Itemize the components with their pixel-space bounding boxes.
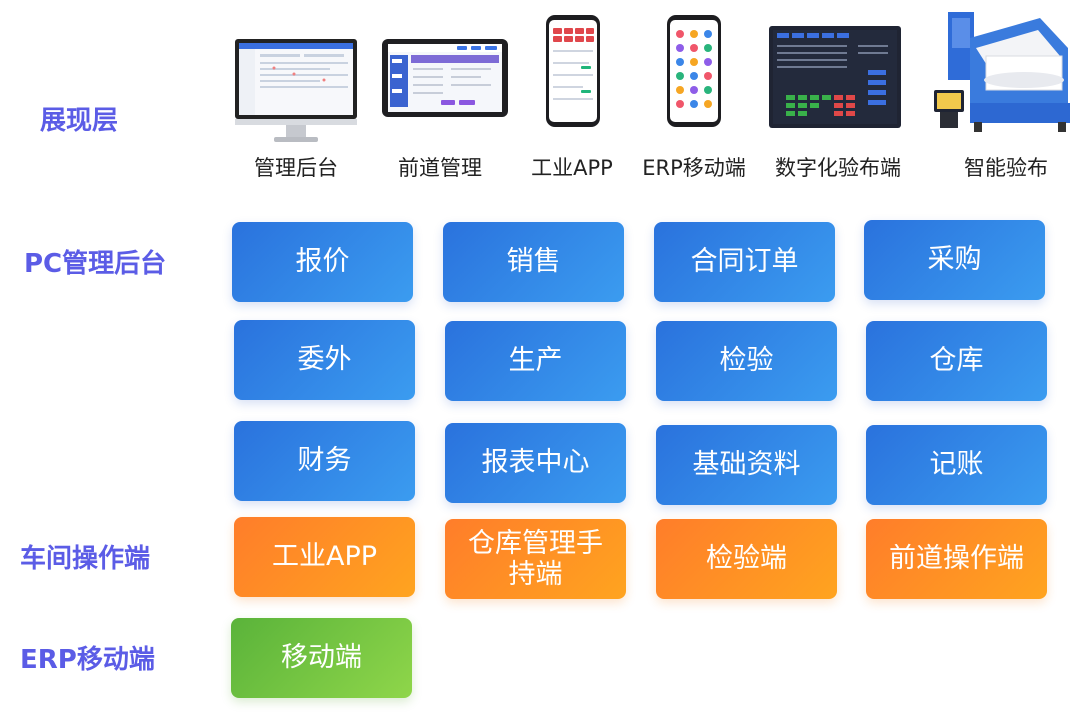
device-caption: 工业APP — [531, 156, 613, 180]
workshop-tile: 工业APP — [234, 517, 415, 597]
row-label-display: 展现层 — [40, 106, 119, 136]
module-tile: 委外 — [234, 320, 415, 400]
screen-icon — [768, 25, 902, 129]
row-label-erp: ERP移动端 — [20, 645, 155, 675]
module-tile: 仓库 — [866, 321, 1047, 401]
module-tile: 记账 — [866, 425, 1047, 505]
module-tile: 合同订单 — [654, 222, 835, 302]
module-tile: 采购 — [864, 220, 1045, 300]
erp-tile: 移动端 — [231, 618, 412, 698]
module-tile: 检验 — [656, 321, 837, 401]
device-caption: ERP移动端 — [642, 156, 746, 180]
module-tile: 财务 — [234, 421, 415, 501]
workshop-tile: 仓库管理手持端 — [445, 519, 626, 599]
module-tile: 销售 — [443, 222, 624, 302]
phone-icon — [545, 14, 601, 128]
workshop-tile: 前道操作端 — [866, 519, 1047, 599]
row-label-workshop: 车间操作端 — [20, 544, 151, 574]
device-caption: 前道管理 — [398, 156, 482, 180]
module-tile: 生产 — [445, 321, 626, 401]
phone-icon — [666, 14, 722, 128]
monitor-icon — [234, 38, 358, 144]
module-tile: 基础资料 — [656, 425, 837, 505]
tablet-icon — [381, 38, 509, 118]
device-caption: 智能验布 — [964, 156, 1048, 180]
workshop-tile: 检验端 — [656, 519, 837, 599]
row-label-pc: PC管理后台 — [24, 249, 167, 279]
module-tile: 报表中心 — [445, 423, 626, 503]
module-tile: 报价 — [232, 222, 413, 302]
device-caption: 管理后台 — [254, 156, 338, 180]
machine-icon — [930, 8, 1076, 136]
device-caption: 数字化验布端 — [775, 156, 901, 180]
